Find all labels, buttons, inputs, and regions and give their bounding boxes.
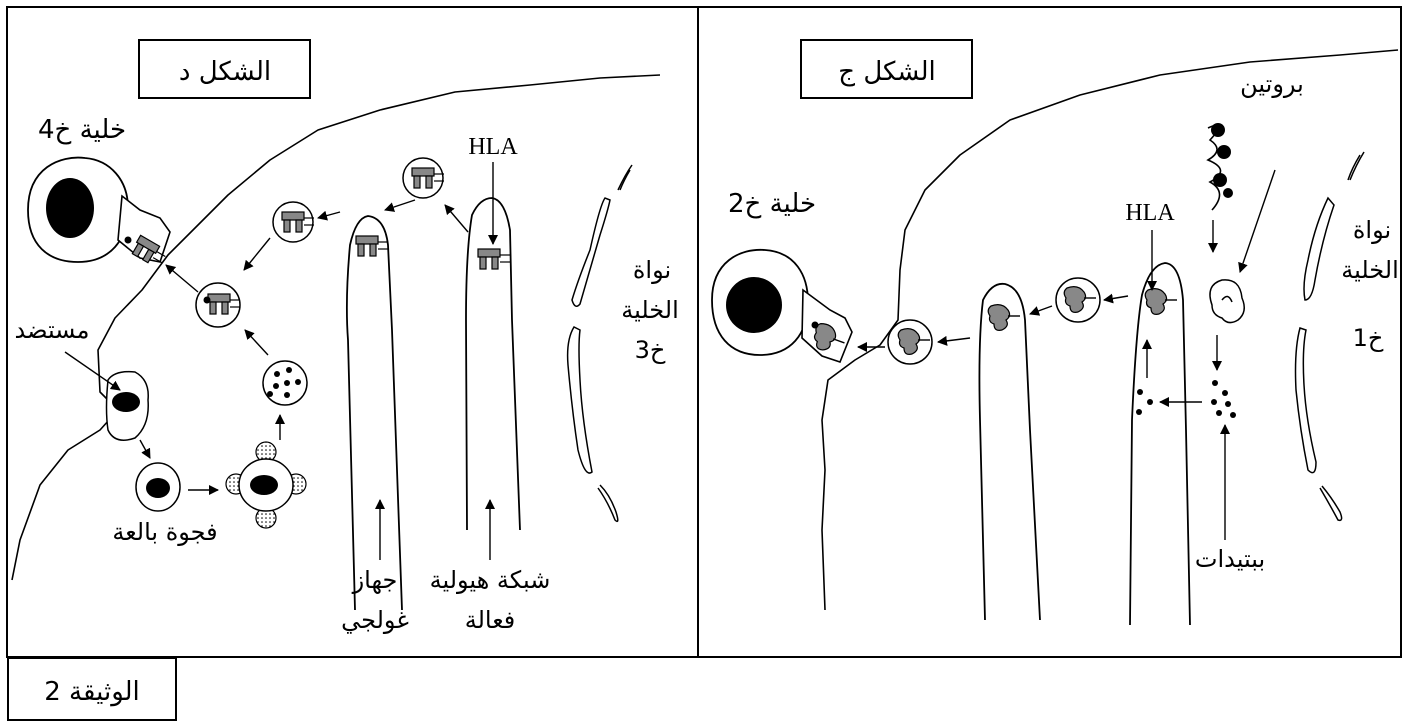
lysosome-fusion (225, 441, 307, 529)
document-label-box: الوثيقة 2 (7, 657, 177, 721)
peptides-label: ببتيدات (1195, 545, 1265, 573)
protein-processing (1209, 279, 1245, 324)
nuclear-envelope-c (1294, 151, 1365, 522)
rer-label-line1: شبكة هيولية (430, 566, 551, 594)
hla-label-d: HLA (468, 134, 518, 160)
nuclear-envelope-d (566, 164, 633, 523)
hla-vesicle-2 (272, 201, 315, 243)
rough-endoplasmic-reticulum (465, 197, 521, 531)
figure-d-title: الشكل د (179, 57, 271, 87)
hla-label-c: HLA (1125, 200, 1175, 226)
nucleus-c-line1: نواة (1353, 216, 1391, 244)
golgi-c (978, 282, 1041, 621)
golgi-apparatus (345, 215, 403, 611)
rer-label-line2: فعالة (465, 606, 516, 634)
cell-kh2-label: خلية خ2 (728, 189, 816, 219)
cell-kh2 (711, 248, 853, 363)
cell-membrane-c (821, 49, 1399, 611)
phagocytic-vacuole (135, 462, 181, 512)
golgi-label-line2: غولجي (341, 606, 409, 634)
nucleus-c-line3: خ1 (1353, 324, 1384, 352)
golgi-label-line1: جهاز (352, 566, 398, 594)
diagram-frames (6, 6, 1402, 658)
antigen-particle (105, 370, 149, 441)
nucleus-c-line2: الخلية (1341, 256, 1399, 284)
figure-c: الشكل ج بروتين خلية خ2 (711, 39, 1399, 626)
rer-c (1129, 262, 1191, 626)
phagocytic-vacuole-label: فجوة بالعة (112, 518, 217, 546)
cell-kh4-label: خلية خ4 (38, 115, 126, 145)
antigen-label: مستضد (15, 316, 90, 344)
hla-peptide-vesicle-1 (195, 282, 241, 328)
peptide-vesicle (262, 360, 308, 406)
nucleus-d-line3: خ3 (635, 336, 666, 364)
peptide-fragments (1136, 380, 1236, 418)
protein-label: بروتين (1240, 70, 1304, 98)
figure-c-title: الشكل ج (838, 57, 935, 87)
nucleus-d-line1: نواة (633, 256, 671, 284)
cell-membrane-d (11, 74, 661, 581)
document-label: الوثيقة 2 (44, 677, 140, 707)
hla-vesicle-3 (402, 157, 445, 199)
hla-peptide-vesicle-c2 (1055, 277, 1101, 323)
cell-kh4 (27, 156, 171, 270)
hla-peptide-vesicle-c1 (887, 319, 933, 365)
protein-chain (1206, 123, 1233, 211)
figure-d: الشكل د خلية خ4 مستضد فجوة بالعة (11, 39, 679, 634)
nucleus-d-line2: الخلية (621, 296, 679, 324)
